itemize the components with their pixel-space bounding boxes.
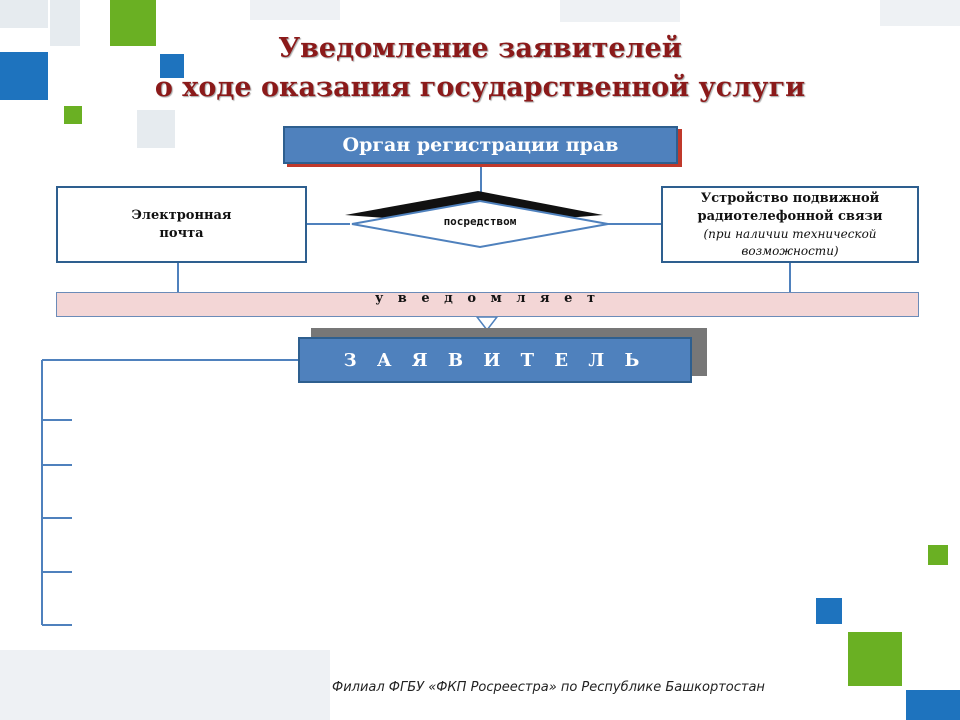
mobile-box: Устройство подвижной радиотелефонной свя… <box>661 186 919 263</box>
connector-label: посредством <box>443 215 517 228</box>
deco-square <box>110 0 156 46</box>
deco-square <box>848 632 902 686</box>
mobile-label-line2: радиотелефонной связи <box>697 208 883 224</box>
applicant-label: З А Я В И Т Е Л Ь <box>343 349 647 371</box>
deco-square <box>50 0 80 46</box>
deco-square <box>880 0 960 26</box>
deco-square <box>250 0 340 20</box>
deco-square <box>160 54 184 78</box>
email-label-line1: Электронная <box>131 207 232 223</box>
mobile-note-line1: (при наличии технической <box>703 226 877 241</box>
notify-bar: у в е д о м л я е т <box>56 291 919 317</box>
deco-square <box>0 52 48 100</box>
deco-square <box>0 650 330 720</box>
organ-label: Орган регистрации прав <box>342 134 619 156</box>
slide-title-line2: о ходе оказания государственной услуги <box>154 72 806 103</box>
deco-square <box>928 545 948 565</box>
notify-label: у в е д о м л я е т <box>374 291 601 306</box>
mobile-label-line1: Устройство подвижной <box>700 190 880 206</box>
email-label-line2: почта <box>159 225 204 241</box>
deco-square <box>560 0 680 22</box>
deco-square <box>64 106 82 124</box>
diamond-shape <box>351 199 609 249</box>
mobile-note-line2: возможности) <box>741 243 839 258</box>
applicant-box: З А Я В И Т Е Л Ь <box>298 337 692 383</box>
organ-box: Орган регистрации прав <box>283 126 678 164</box>
deco-square <box>906 690 960 720</box>
slide-title-line1: Уведомление заявителей <box>278 33 682 64</box>
deco-square <box>816 598 842 624</box>
deco-square <box>0 0 48 28</box>
email-box: Электронная почта <box>56 186 307 263</box>
footer-text: Филиал ФГБУ «ФКП Росреестра» по Республи… <box>332 680 765 695</box>
down-arrow-icon <box>475 316 499 332</box>
deco-square <box>137 110 175 148</box>
